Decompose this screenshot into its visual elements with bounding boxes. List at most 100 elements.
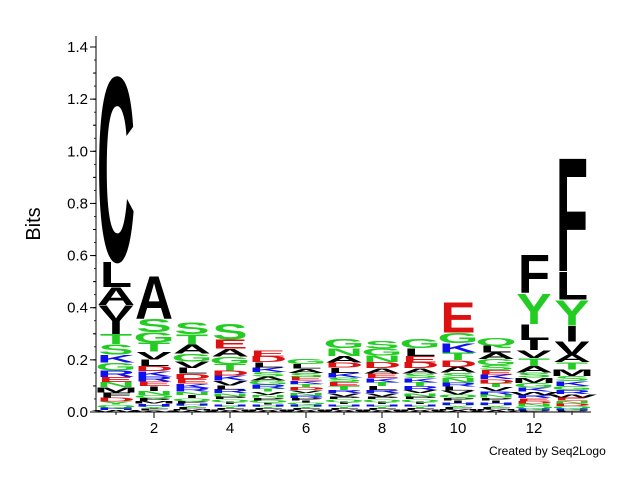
logo-letter-group: R — [135, 375, 173, 383]
logo-letter-M: M — [512, 376, 556, 384]
logo-letter-V: V — [402, 389, 437, 394]
logo-letter-group: M — [360, 409, 404, 411]
logo-letter-group: L — [442, 386, 474, 392]
logo-letter-V: V — [136, 350, 172, 362]
logo-letter-group: T — [138, 340, 171, 354]
logo-letter-group: R — [477, 390, 515, 395]
logo-letter-group: Y — [174, 405, 209, 408]
logo-letter-group: F — [100, 391, 132, 399]
logo-letter-H: H — [515, 408, 553, 411]
logo-letter-V: V — [326, 392, 361, 397]
logo-letter-group: P — [250, 397, 285, 401]
logo-letter-S: S — [136, 316, 171, 336]
logo-letter-L: L — [404, 347, 436, 359]
logo-letter-group: Y — [212, 406, 247, 409]
logo-letter-group: P — [478, 397, 513, 401]
logo-letter-group: K — [325, 372, 363, 379]
logo-letter-V: V — [554, 338, 590, 358]
logo-letter-group: F — [214, 408, 246, 410]
logo-letter-Q: Q — [285, 402, 326, 405]
logo-letter-group: T — [290, 383, 322, 388]
logo-letter-M: M — [94, 386, 138, 394]
logo-letter-H: H — [553, 408, 591, 411]
logo-letter-E: E — [364, 372, 399, 379]
logo-letter-group: A — [173, 342, 211, 356]
logo-letter-S: S — [250, 371, 285, 378]
x-tick-label: 10 — [450, 420, 467, 437]
logo-letter-group: Y — [326, 406, 361, 409]
logo-letter-group: F — [252, 408, 284, 410]
logo-letter-group: G — [399, 337, 440, 351]
logo-letter-E: E — [288, 376, 323, 382]
logo-letter-W: W — [433, 410, 484, 412]
logo-letter-N: N — [135, 390, 173, 396]
logo-letter-group: A — [97, 282, 135, 310]
logo-letter-D: D — [401, 361, 439, 370]
logo-letter-Q: Q — [399, 399, 440, 403]
logo-letter-group: M — [550, 368, 594, 378]
logo-letter-group: G — [323, 337, 364, 351]
logo-letter-E: E — [136, 380, 171, 387]
logo-letter-T: T — [366, 381, 398, 387]
logo-letter-group: W — [243, 411, 294, 413]
logo-letter-group: I — [223, 401, 238, 405]
logo-letter-E: E — [174, 378, 209, 385]
logo-letter-D: D — [439, 359, 477, 369]
logo-letter-group: M — [246, 409, 290, 411]
logo-letter-group: I — [109, 318, 124, 338]
logo-letter-group: K — [553, 380, 591, 387]
logo-letter-group: G — [171, 352, 212, 364]
logo-letter-group: T — [442, 351, 474, 363]
logo-letter-E: E — [440, 294, 475, 343]
logo-letter-D: D — [97, 397, 135, 403]
logo-letter-group: P — [364, 396, 399, 400]
logo-letter-M: M — [170, 409, 214, 411]
logo-letter-F: F — [366, 408, 398, 410]
logo-letter-group: H — [211, 404, 249, 407]
logo-letter-group: S — [554, 375, 589, 383]
logo-letter-G: G — [171, 352, 212, 364]
logo-letter-H: H — [249, 404, 287, 407]
logo-letter-group: V — [402, 389, 437, 394]
logo-letter-A: A — [363, 367, 401, 375]
logo-letter-group: R — [401, 385, 439, 391]
logo-letter-E: E — [212, 337, 247, 351]
logo-letter-N: N — [553, 400, 591, 404]
logo-letter-group: A — [135, 264, 173, 333]
logo-letter-L: L — [442, 386, 474, 392]
logo-letter-group: Y — [554, 293, 589, 334]
logo-letter-L: L — [290, 363, 322, 370]
logo-letter-group: S — [212, 320, 247, 345]
logo-letter-V: V — [364, 392, 399, 397]
logo-letter-I: I — [147, 385, 162, 392]
logo-letter-group: E — [364, 372, 399, 379]
logo-letter-H: H — [401, 404, 439, 407]
logo-letter-group: Y — [288, 406, 323, 408]
logo-letter-group: V — [174, 360, 209, 370]
logo-letter-A: A — [249, 375, 287, 381]
logo-letter-L: L — [518, 320, 550, 345]
logo-letter-K: K — [211, 374, 249, 382]
logo-letter-group: H — [363, 404, 401, 407]
logo-letter-group: K — [211, 374, 249, 382]
logo-letter-group: H — [249, 404, 287, 407]
logo-letter-group: A — [477, 351, 515, 361]
logo-letter-group: P — [326, 396, 361, 400]
logo-letter-T: T — [290, 383, 322, 388]
logo-letter-group: V — [440, 390, 475, 396]
logo-letter-group: G — [551, 385, 592, 391]
logo-letter-Y: Y — [554, 293, 589, 334]
logo-letter-A: A — [173, 342, 211, 356]
logo-letter-group: N — [515, 403, 553, 407]
logo-letter-H: H — [97, 407, 135, 411]
logo-letter-group: Y — [364, 406, 399, 409]
logo-letter-group: M — [132, 400, 176, 404]
logo-letter-T: T — [100, 331, 133, 347]
logo-letter-group: E — [212, 337, 247, 351]
logo-letter-R: R — [135, 375, 173, 383]
logo-letter-group: I — [261, 402, 276, 405]
logo-letter-R: R — [553, 389, 591, 395]
logo-letter-N: N — [325, 347, 363, 359]
logo-letter-I: I — [299, 400, 314, 403]
logo-letter-Q: Q — [171, 397, 212, 401]
